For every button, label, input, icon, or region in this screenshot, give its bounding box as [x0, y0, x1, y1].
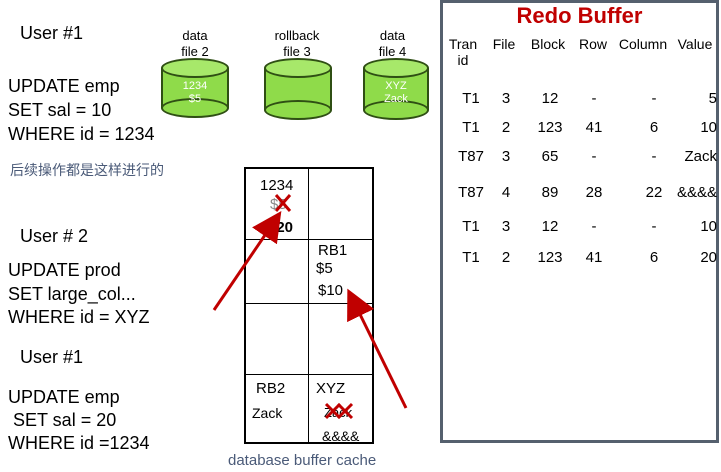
- redo-cell: -: [651, 90, 657, 107]
- redo-cell: T1: [462, 249, 480, 266]
- cross-mark-icon: [274, 194, 292, 212]
- redo-cell: 10: [700, 218, 717, 235]
- redo-cell: 2: [501, 249, 511, 266]
- redo-cell: 28: [585, 184, 603, 201]
- redo-cell: 3: [501, 148, 511, 165]
- chinese-note: 后续操作都是这样进行的: [10, 162, 164, 178]
- sql2-line3: WHERE id = XYZ: [8, 307, 150, 327]
- user2-label: User # 2: [20, 226, 89, 246]
- redo-cell: 123: [537, 119, 563, 136]
- cache-key-1234: 1234: [260, 177, 294, 194]
- sql3-line3: WHERE id =1234: [8, 433, 150, 453]
- redo-cell: 41: [585, 249, 603, 266]
- redo-buffer-title: Redo Buffer: [516, 3, 643, 28]
- arrow-to-rb1: [347, 288, 408, 409]
- redo-cell: -: [651, 218, 657, 235]
- sql3-line2: SET sal = 20: [8, 410, 117, 430]
- file4-label: data file 4: [378, 28, 407, 59]
- rb1-label: RB1: [318, 242, 348, 259]
- redo-cell: T1: [462, 218, 480, 235]
- redo-cell: 12: [541, 218, 559, 235]
- sql1-line2: SET sal = 10: [8, 100, 112, 120]
- redo-cell: 6: [649, 249, 659, 266]
- col-column: Column: [618, 36, 668, 52]
- col-row: Row: [578, 36, 607, 52]
- file2-label: data file 2: [181, 28, 209, 59]
- redo-cell: &&&&: [676, 184, 717, 201]
- redo-buffer-panel: Redo Buffer Tran id File Block Row Colum…: [440, 0, 719, 443]
- sql1-line3: WHERE id = 1234: [8, 124, 155, 144]
- redo-cell: -: [591, 218, 597, 235]
- user1-label-b: User #1: [20, 347, 84, 367]
- redo-cell: T87: [458, 148, 484, 165]
- redo-cell: -: [591, 90, 597, 107]
- rb2-value: Zack: [252, 405, 283, 421]
- redo-cell: 12: [541, 90, 559, 107]
- file4-content: XYZ Zack: [384, 80, 408, 105]
- rb1-value-1: $5: [316, 260, 333, 277]
- arrow-to-1234: [212, 211, 282, 311]
- redo-cell: -: [591, 148, 597, 165]
- redo-cell: 65: [541, 148, 559, 165]
- redo-cell: T1: [462, 90, 480, 107]
- redo-cell: -: [651, 148, 657, 165]
- rb2-label: RB2: [256, 380, 286, 397]
- data-file-4-cylinder: XYZ Zack: [363, 58, 429, 120]
- redo-cell: 5: [708, 90, 717, 107]
- redo-cell: 123: [537, 249, 563, 266]
- redo-cell: 3: [501, 90, 511, 107]
- col-block: Block: [530, 36, 566, 52]
- col-file: File: [492, 36, 516, 52]
- rb1-value-2: $10: [318, 282, 344, 299]
- redo-cell: 22: [645, 184, 663, 201]
- data-file-2-cylinder: 1234 $5: [161, 58, 229, 118]
- sql2-line2: SET large_col...: [8, 284, 136, 304]
- rollback-file-3-cylinder: [264, 58, 332, 120]
- redo-cell: 2: [501, 119, 511, 136]
- redo-cell: 89: [541, 184, 559, 201]
- xyz-new-value: &&&&: [322, 428, 360, 444]
- sql3-line1: UPDATE emp: [8, 387, 120, 407]
- file3-label: rollback file 3: [274, 28, 320, 59]
- redo-cell: 10: [700, 119, 717, 136]
- sql1-line1: UPDATE emp: [8, 76, 120, 96]
- redo-cell: 4: [501, 184, 511, 201]
- col-tran-id: Tran id: [448, 36, 478, 68]
- redo-cell: 41: [585, 119, 603, 136]
- redo-cell: 6: [649, 119, 659, 136]
- buffer-cache-caption: database buffer cache: [228, 452, 377, 469]
- xyz-label: XYZ: [316, 380, 346, 397]
- user1-label-a: User #1: [20, 23, 84, 43]
- redo-cell: 20: [700, 249, 717, 266]
- redo-cell: T1: [462, 119, 480, 136]
- redo-cell: T87: [458, 184, 484, 201]
- col-value: Value: [677, 36, 713, 52]
- cross-mark-icon: [324, 402, 354, 420]
- file2-content: 1234 $5: [182, 80, 208, 105]
- sql2-line1: UPDATE prod: [8, 260, 121, 280]
- redo-cell: Zack: [684, 148, 717, 165]
- redo-cell: 3: [501, 218, 511, 235]
